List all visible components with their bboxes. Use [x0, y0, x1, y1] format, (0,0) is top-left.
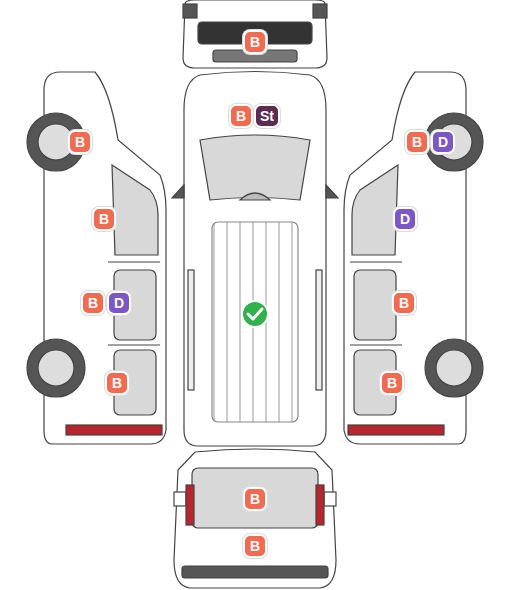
- badge-letter: B: [112, 376, 122, 390]
- damage-badge: B: [392, 291, 416, 315]
- badge-letter: B: [387, 376, 397, 390]
- damage-badge: D: [431, 130, 455, 154]
- damage-badge: B: [405, 130, 429, 154]
- check-icon: [242, 301, 268, 327]
- badge-letter: B: [88, 296, 98, 310]
- damage-badge: B: [229, 104, 253, 128]
- badge-letter: B: [399, 296, 409, 310]
- badge-letter: B: [250, 492, 260, 506]
- damage-badge: B: [243, 534, 267, 558]
- badge-letter: B: [250, 539, 260, 553]
- damage-badge: D: [107, 291, 131, 315]
- damage-badge: St: [254, 104, 280, 128]
- damage-badge: B: [243, 30, 267, 54]
- badge-letter: B: [236, 109, 246, 123]
- badge-letter: B: [412, 135, 422, 149]
- damage-badge: D: [393, 207, 417, 231]
- badge-letter: St: [260, 109, 274, 123]
- badge-letter: B: [250, 35, 260, 49]
- badge-letter: D: [438, 135, 448, 149]
- badge-letter: D: [114, 296, 124, 310]
- damage-badge: B: [81, 291, 105, 315]
- damage-badge: B: [380, 371, 404, 395]
- damage-badge: B: [92, 207, 116, 231]
- badge-letter: B: [99, 212, 109, 226]
- damage-badge: B: [68, 130, 92, 154]
- damage-badge: B: [243, 487, 267, 511]
- badge-letter: D: [400, 212, 410, 226]
- damage-badge: B: [105, 371, 129, 395]
- badge-letter: B: [75, 135, 85, 149]
